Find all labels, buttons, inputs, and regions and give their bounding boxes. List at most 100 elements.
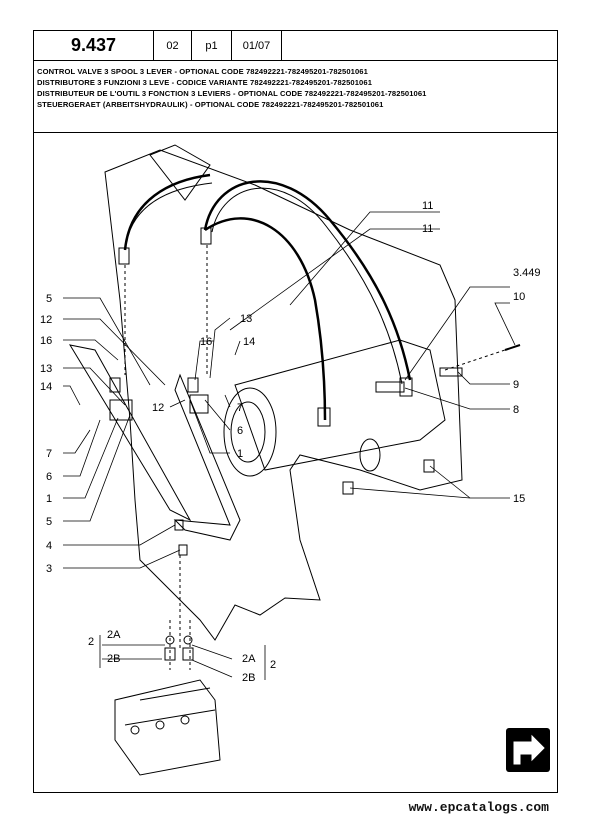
title-block: CONTROL VALVE 3 SPOOL 3 LEVER - OPTIONAL… [34, 61, 557, 133]
title-fr: DISTRIBUTEUR DE L'OUTIL 3 FONCTION 3 LEV… [37, 89, 427, 98]
callout-5a: 5 [46, 293, 52, 305]
lever-joint-3 [178, 544, 188, 556]
leader-2a-right [191, 644, 233, 660]
section-number: 02 [154, 31, 192, 60]
valve-port-3 [180, 715, 190, 725]
adapter-2b-right [182, 647, 194, 661]
callout-2-left: 2 [88, 636, 94, 648]
control-valve-block [114, 679, 221, 776]
lever-plate-b [189, 394, 209, 414]
leader-9 [457, 371, 510, 385]
hose-right [203, 180, 412, 381]
cylinder-end [223, 387, 277, 477]
leader-10 [494, 302, 516, 346]
pin-10 [504, 344, 521, 351]
valve-port-2 [155, 720, 165, 730]
callout-2a-left: 2A [107, 629, 121, 641]
leader-1b [189, 399, 230, 454]
valve-detail-2 [124, 709, 216, 726]
callout-13a: 13 [40, 363, 52, 375]
cylinder-body [234, 339, 446, 471]
leader-14b [234, 340, 241, 356]
leader-3 [63, 549, 181, 569]
callout-1b: 1 [237, 448, 243, 460]
callout-12a: 12 [40, 314, 52, 326]
lever-bar [68, 344, 192, 522]
callout-9: 9 [513, 379, 519, 391]
leader-3449 [404, 286, 510, 381]
lever-bracket-a [109, 377, 121, 393]
adapter-2b-left [164, 647, 176, 661]
leader-16a [63, 339, 119, 361]
callout-10: 10 [513, 291, 525, 303]
leader-1a [63, 417, 119, 499]
leader-5b [63, 414, 131, 522]
cylinder-port [359, 438, 381, 472]
callout-16b: 16 [200, 336, 212, 348]
clip-9 [439, 367, 463, 377]
callout-14b: 14 [243, 336, 255, 348]
valve-detail-1 [139, 687, 211, 701]
hose-left [123, 173, 211, 251]
header-row: 9.437 02 p1 01/07 [34, 31, 557, 61]
callout-4: 4 [46, 540, 52, 552]
valve-port-1 [130, 725, 140, 735]
leader-14a [63, 385, 81, 406]
leader-7a [63, 429, 91, 454]
title-de: STEUERGERAET (ARBEITSHYDRAULIK) - OPTION… [37, 100, 384, 109]
clamp-8 [375, 381, 405, 393]
leader-12a [63, 318, 166, 386]
lever-plate-a [109, 399, 133, 421]
callout-11a: 11 [422, 200, 433, 212]
callout-3: 3 [46, 563, 52, 575]
leader-13a [63, 367, 126, 406]
title-it: DISTRIBUTORE 3 FUNZIONI 3 LEVE - CODICE … [37, 78, 373, 87]
callout-2a-right: 2A [242, 653, 256, 665]
next-page-arrow-icon[interactable] [506, 728, 550, 772]
leader-8 [404, 387, 510, 410]
callout-14a: 14 [40, 381, 52, 393]
cylinder-end-inner [230, 401, 266, 463]
callout-11b: 11 [422, 223, 433, 235]
callout-5b: 5 [46, 516, 52, 528]
callout-13b: 13 [240, 313, 252, 325]
callout-8: 8 [513, 404, 519, 416]
callout-12b: 12 [152, 402, 164, 414]
callout-16a: 16 [40, 335, 52, 347]
callout-2b-left: 2B [107, 653, 120, 665]
page-label: p1 [192, 31, 232, 60]
footer-website-link[interactable]: www.epcatalogs.com [408, 800, 549, 815]
callout-6a: 6 [46, 471, 52, 483]
callout-6b: 6 [237, 425, 243, 437]
callout-3449: 3.449 [513, 267, 541, 279]
title-en: CONTROL VALVE 3 SPOOL 3 LEVER - OPTIONAL… [37, 67, 368, 76]
hose-right-inner [211, 187, 403, 385]
leader-4 [63, 524, 176, 546]
revision-date: 01/07 [232, 31, 282, 60]
dash-line-f [444, 349, 506, 371]
callout-7a: 7 [46, 448, 52, 460]
fitting-top [200, 227, 212, 245]
leader-2b-right [191, 659, 233, 678]
lever-loop [173, 373, 241, 541]
leader-7b [224, 394, 231, 408]
lever-bracket-b [187, 377, 199, 393]
leader-11a [289, 211, 440, 306]
hose-left-inner [124, 182, 213, 251]
leader-6a [63, 419, 101, 477]
callout-15: 15 [513, 493, 525, 505]
page-frame: 9.437 02 p1 01/07 CONTROL VALVE 3 SPOOL … [33, 30, 558, 793]
callout-2b-right: 2B [242, 672, 255, 684]
callout-2-right: 2 [270, 659, 276, 671]
callout-1a: 1 [46, 493, 52, 505]
leader-15a [349, 487, 510, 499]
leader-5a [63, 297, 151, 386]
leader-13b [209, 317, 231, 379]
callout-7b: 7 [237, 402, 243, 414]
leader-12b [169, 399, 186, 408]
oring-2a-left [165, 635, 175, 645]
frame-outline [104, 149, 463, 641]
page-number: 9.437 [34, 31, 154, 60]
leader-16b [194, 340, 214, 381]
